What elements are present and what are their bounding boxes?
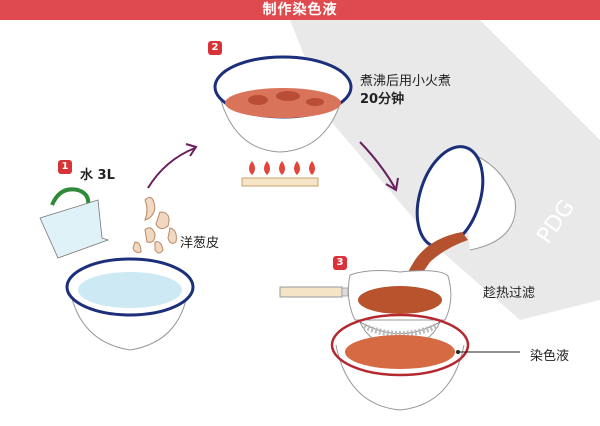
water-jug-icon (39, 187, 110, 259)
water-bowl (65, 257, 195, 351)
filter-label: 趁热过滤 (483, 286, 536, 301)
step-2-badge: 2 (208, 41, 222, 55)
simmer-label-line1: 煮沸后用小火煮 (360, 74, 452, 89)
step-3-badge: 3 (333, 256, 347, 270)
pouring-bowl (415, 145, 516, 251)
burner-flame-icon (241, 161, 319, 187)
simmering-bowl (213, 55, 353, 153)
dye-bowl (330, 313, 470, 411)
onion-skin-icon (132, 196, 177, 271)
step-1-badge: 1 (58, 160, 72, 174)
arrow-step2-to-3 (359, 141, 399, 192)
water-label: 水 3L (80, 168, 115, 183)
header-banner (0, 0, 600, 20)
arrow-step1-to-2 (147, 143, 198, 189)
page-title: 制作染色液 (262, 2, 338, 18)
dye-leader-line (456, 350, 520, 354)
simmer-label-line2: 20分钟 (360, 92, 405, 107)
dye-label: 染色液 (530, 349, 570, 364)
onion-skin-label: 洋葱皮 (180, 236, 220, 251)
strainer-pot (279, 270, 452, 349)
